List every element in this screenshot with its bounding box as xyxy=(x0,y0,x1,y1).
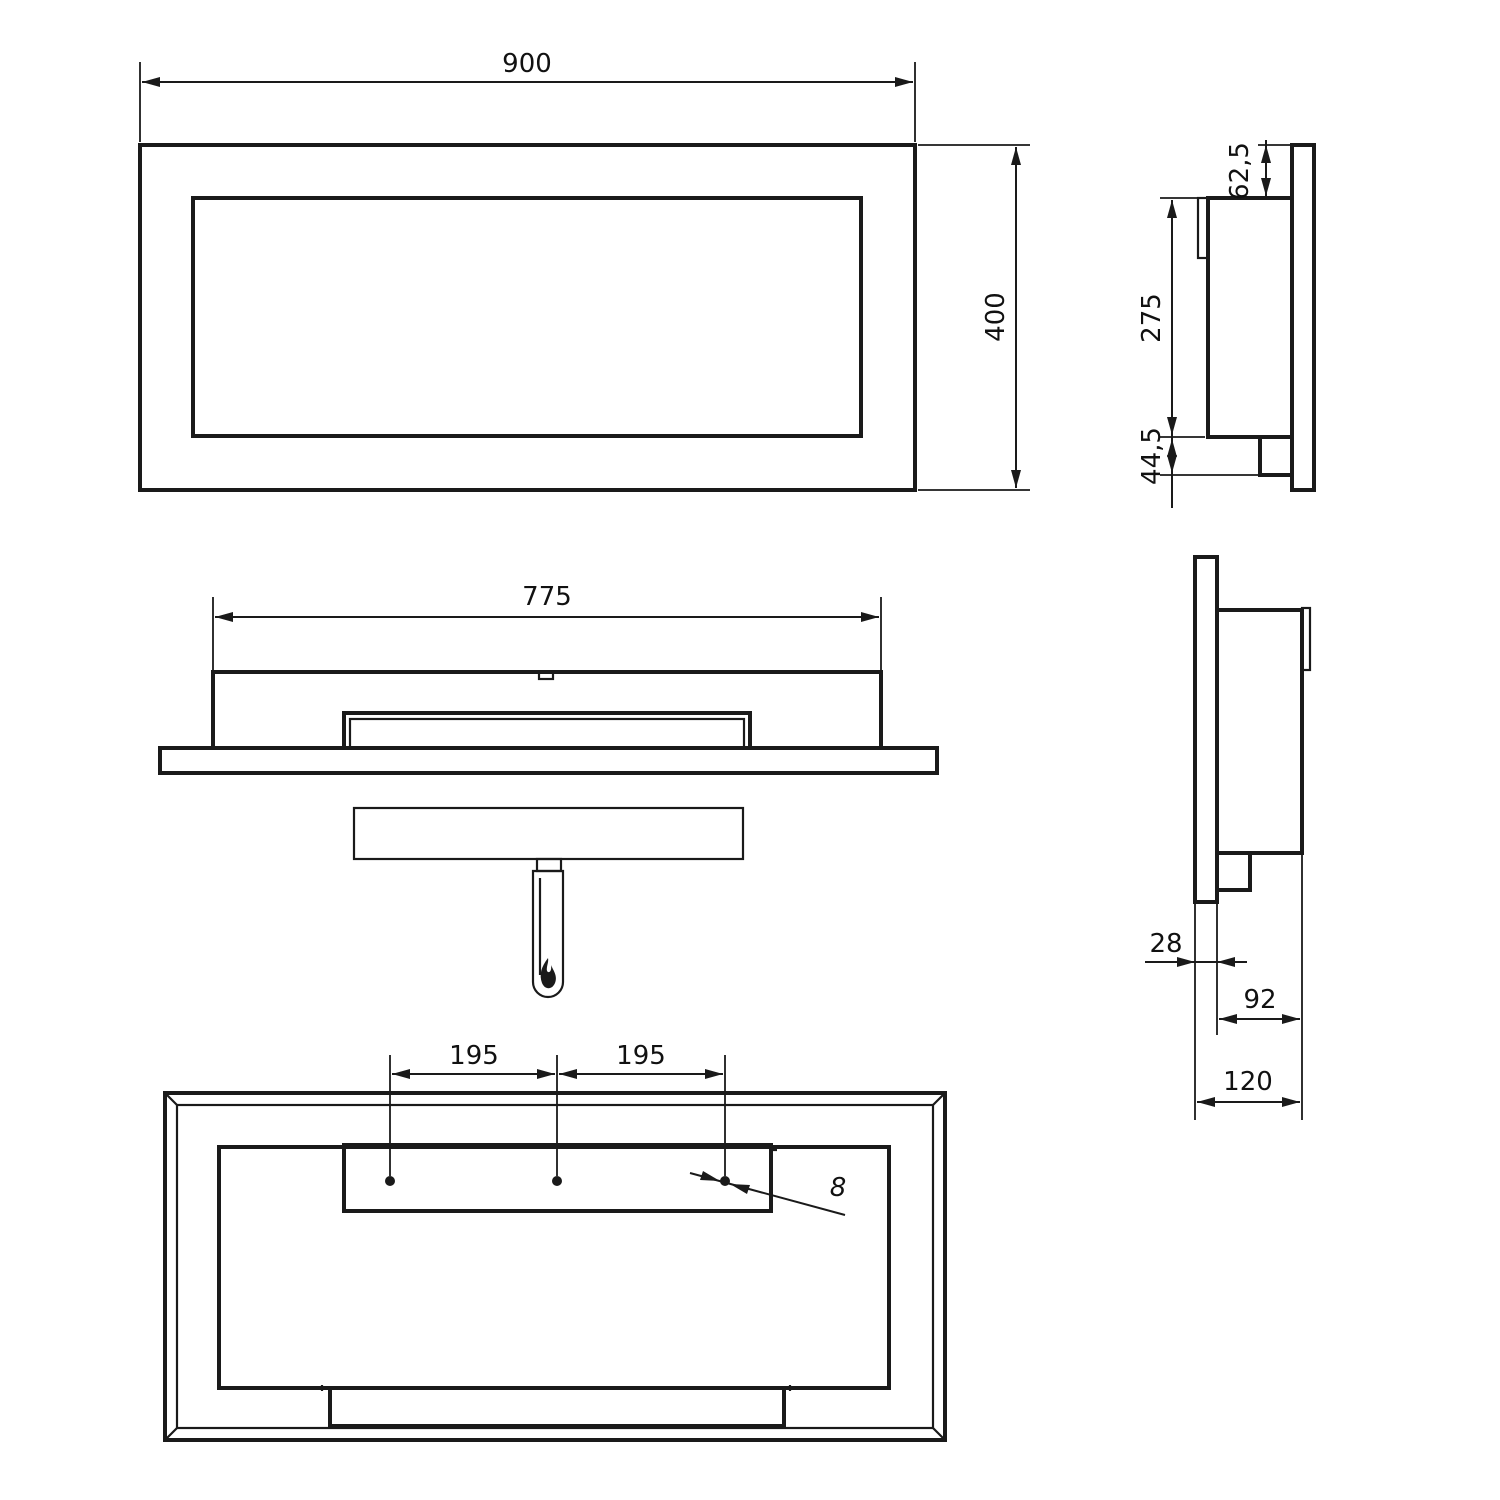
dim-side-height: 275 xyxy=(1137,200,1177,435)
dim-front-width: 900 xyxy=(139,49,916,142)
label-spacing-left: 195 xyxy=(449,1041,499,1071)
front-view: 900 400 xyxy=(138,49,1030,492)
mount-hole-center xyxy=(552,1176,562,1186)
front-frame-outer xyxy=(138,143,917,492)
back-view: 195 195 8 xyxy=(163,1041,947,1442)
dim-spacing-left: 195 xyxy=(392,1041,555,1079)
dim-hole-diameter: 8 xyxy=(689,1171,847,1216)
side-upper-body xyxy=(1206,196,1294,439)
insert-tray xyxy=(352,806,745,861)
label-frame-depth: 28 xyxy=(1149,929,1182,959)
flame-icon xyxy=(540,958,556,989)
dim-body-depth: 92 xyxy=(1219,985,1300,1024)
label-front-width: 900 xyxy=(502,49,552,79)
back-bottom-channel xyxy=(328,1386,786,1428)
label-front-height: 400 xyxy=(981,292,1011,342)
side-view-lower: 28 92 120 xyxy=(1145,555,1312,1120)
mount-hole-left xyxy=(385,1176,395,1186)
label-burner-length: 775 xyxy=(522,582,572,612)
label-spacing-right: 195 xyxy=(616,1041,666,1071)
label-total-depth: 120 xyxy=(1223,1067,1273,1097)
dim-frame-depth: 28 xyxy=(1145,929,1247,967)
top-burner-lid-inner xyxy=(348,717,746,750)
side-lower-body xyxy=(1215,608,1304,855)
top-body xyxy=(211,670,883,750)
side-lower-clip xyxy=(1300,606,1312,672)
label-side-bottom-offset: 44,5 xyxy=(1137,427,1167,485)
top-notch xyxy=(537,670,555,681)
side-upper-frame xyxy=(1290,143,1316,492)
burner-insert xyxy=(352,806,745,999)
label-body-depth: 92 xyxy=(1243,985,1276,1015)
top-view: 775 xyxy=(158,582,939,775)
side-lower-foot xyxy=(1215,851,1252,892)
back-frame-inner xyxy=(175,1103,935,1430)
label-side-height: 275 xyxy=(1137,293,1167,343)
side-upper-foot xyxy=(1258,435,1294,477)
dim-front-height: 400 xyxy=(918,144,1030,491)
side-lower-frame xyxy=(1193,555,1219,904)
label-hole-diameter: 8 xyxy=(830,1173,847,1203)
dim-side-top-offset: 62,5 xyxy=(1225,140,1271,200)
dim-spacing-right: 195 xyxy=(559,1041,723,1079)
lighter-neck xyxy=(535,857,563,873)
front-frame-opening xyxy=(191,196,863,438)
label-side-top-offset: 62,5 xyxy=(1225,142,1255,200)
back-frame-outer xyxy=(163,1091,947,1442)
dim-side-bottom-offset: 44,5 xyxy=(1137,427,1177,508)
dim-total-depth: 120 xyxy=(1197,1067,1300,1107)
side-view-upper: 62,5 275 44,5 xyxy=(1137,140,1316,508)
top-mounting-plate xyxy=(158,746,939,775)
lighter-handle xyxy=(531,869,565,999)
